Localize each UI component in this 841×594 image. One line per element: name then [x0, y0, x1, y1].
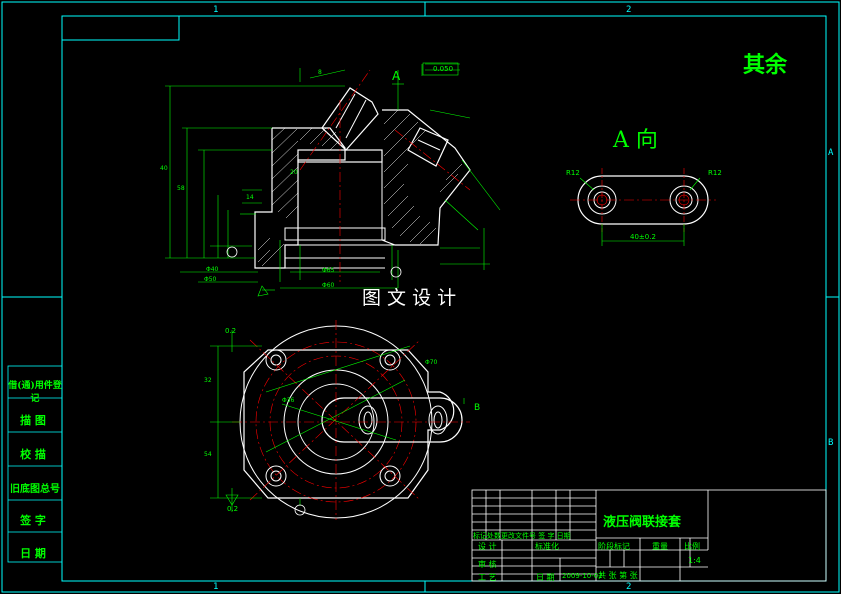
- zone-top-2: 2: [626, 5, 632, 15]
- dim-r12-b: R12: [708, 169, 722, 177]
- stage-label: 阶段标记: [598, 542, 630, 551]
- dim-r12-a: R12: [566, 169, 580, 177]
- dim-32: 32: [204, 377, 212, 384]
- inner-frame: [61, 15, 827, 582]
- zone-top-1: 1: [213, 5, 219, 15]
- design-row: 设 计: [478, 542, 497, 551]
- dim-8: 8: [318, 69, 322, 76]
- side-trace: 描 图: [20, 414, 46, 427]
- review-row: 审 核: [478, 560, 497, 569]
- revision-row: 标记处数更改文件号 签 字 日期: [473, 532, 571, 540]
- dim-20: 20: [290, 169, 298, 176]
- watermark: 图 文 设 计: [362, 287, 457, 309]
- side-sign: 签 字: [20, 514, 46, 527]
- date-label: 日 期: [536, 573, 555, 582]
- dim-phi40: Φ40: [206, 266, 219, 273]
- dim-phi70: Φ70: [425, 359, 438, 366]
- plan-view: [210, 320, 470, 520]
- dim-center-distance: 40±0.2: [630, 233, 656, 241]
- process-row: 工 艺: [478, 573, 497, 582]
- dim-phi60: Φ60: [322, 282, 335, 289]
- dim-runout-bottom: 0.2: [227, 505, 239, 513]
- dim-58: 58: [177, 185, 185, 192]
- side-borrow: 借(通)用件登记: [8, 381, 62, 404]
- dim-phi50: Φ50: [204, 276, 217, 283]
- side-table-lines: [7, 365, 63, 563]
- section-mark-b: B: [474, 403, 481, 413]
- dim-54: 54: [204, 451, 212, 458]
- zone-bottom-2: 2: [626, 582, 632, 592]
- dim-phi65: Φ65: [322, 267, 335, 274]
- zone-right-a: A: [828, 148, 834, 158]
- zone-bottom-1: 1: [213, 582, 219, 592]
- title-block-lines: [471, 489, 827, 582]
- section-view: [165, 62, 501, 297]
- scale-value: 1:4: [688, 556, 701, 565]
- weight-label: 重量: [652, 542, 668, 551]
- std-label: 标准化: [535, 542, 559, 551]
- roughness-note: 其余: [743, 52, 788, 78]
- dim-40: 40: [160, 165, 168, 172]
- corner-box: [61, 15, 180, 41]
- section-mark-a: A: [392, 69, 401, 83]
- side-old-number: 旧底图总号: [10, 484, 60, 495]
- date-value: 2009-10-02: [562, 572, 603, 580]
- dim-runout-top: 0.2: [225, 327, 237, 335]
- sheets: 共 张 第 张: [598, 571, 638, 580]
- scale-label: 比例: [684, 542, 700, 551]
- dim-flatness: 0.050: [433, 65, 454, 73]
- side-date: 日 期: [20, 547, 46, 560]
- a-direction-view: [570, 168, 716, 246]
- side-check: 校 描: [20, 448, 46, 461]
- view-label: A 向: [613, 128, 658, 153]
- dim-phi36: Φ36: [282, 397, 295, 404]
- zone-right-b: B: [828, 438, 834, 448]
- part-title: 液压阀联接套: [603, 515, 682, 530]
- dim-14: 14: [246, 194, 254, 201]
